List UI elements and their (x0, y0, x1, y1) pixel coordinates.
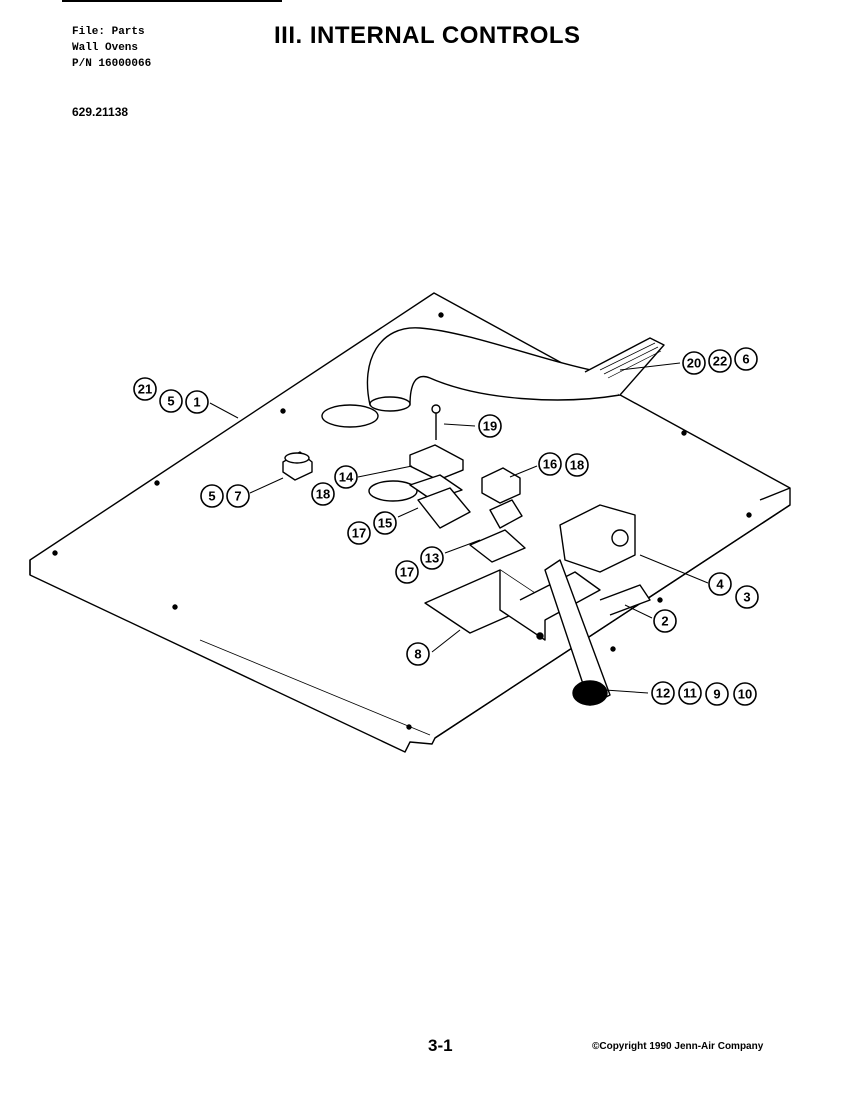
callout-4: 4 (708, 572, 732, 596)
svg-text:18: 18 (316, 487, 330, 502)
part-number-line: P/N 16000066 (72, 58, 152, 70)
switch-bracket (409, 474, 526, 563)
svg-text:17: 17 (400, 565, 414, 580)
svg-text:5: 5 (167, 394, 174, 409)
svg-text:13: 13 (425, 551, 439, 566)
vent-duct (366, 327, 665, 412)
callout-22: 22 (708, 349, 732, 373)
leader-lines (209, 362, 709, 694)
callout-6: 6 (734, 347, 758, 371)
callout-3: 3 (735, 585, 759, 609)
svg-text:2: 2 (661, 614, 668, 629)
file-info: File: Parts Wall Ovens P/N 16000066 (72, 24, 151, 72)
vent-opening (368, 480, 418, 502)
callout-20: 20 (682, 351, 706, 375)
callout-10: 10 (733, 682, 757, 706)
callout-2: 2 (653, 609, 677, 633)
svg-text:15: 15 (378, 516, 392, 531)
callout-17: 17 (395, 560, 419, 584)
callout-18: 18 (311, 482, 335, 506)
callout-13: 13 (420, 546, 444, 570)
file-line: File: Parts (72, 26, 145, 38)
category-line: Wall Ovens (72, 42, 139, 54)
svg-text:22: 22 (713, 354, 727, 369)
callout-5: 5 (200, 484, 224, 508)
lock-mechanism (424, 504, 651, 706)
callout-19: 19 (478, 414, 502, 438)
callout-21: 21 (133, 377, 157, 401)
svg-text:8: 8 (414, 647, 421, 662)
svg-text:12: 12 (656, 686, 670, 701)
callout-16: 16 (538, 452, 562, 476)
svg-text:7: 7 (234, 489, 241, 504)
callout-18: 18 (565, 453, 589, 477)
copyright-notice: ©Copyright 1990 Jenn-Air Company (592, 1041, 764, 1052)
callout-17: 17 (347, 521, 371, 545)
callout-15: 15 (373, 511, 397, 535)
callout-8: 8 (406, 642, 430, 666)
svg-text:9: 9 (713, 687, 720, 702)
page-number: 3-1 (428, 1036, 453, 1055)
svg-text:17: 17 (352, 526, 366, 541)
top-rule (62, 0, 282, 2)
svg-text:19: 19 (483, 419, 497, 434)
page-title: III. INTERNAL CONTROLS (274, 22, 581, 49)
screw (431, 404, 441, 440)
model-number: 629.21138 (72, 105, 129, 119)
limit-switch (409, 444, 464, 481)
callout-14: 14 (334, 465, 358, 489)
svg-text:4: 4 (716, 577, 724, 592)
callout-9: 9 (705, 682, 729, 706)
svg-text:18: 18 (570, 458, 584, 473)
svg-text:16: 16 (543, 457, 557, 472)
svg-text:6: 6 (742, 352, 749, 367)
vent-opening (321, 404, 379, 428)
callout-7: 7 (226, 484, 250, 508)
svg-text:14: 14 (339, 470, 354, 485)
callout-5: 5 (159, 389, 183, 413)
svg-text:20: 20 (687, 356, 701, 371)
svg-text:3: 3 (743, 590, 750, 605)
svg-text:1: 1 (193, 395, 200, 410)
svg-text:21: 21 (138, 382, 152, 397)
callout-12: 12 (651, 681, 675, 705)
thermostat-switch (282, 451, 313, 481)
svg-text:5: 5 (208, 489, 215, 504)
svg-text:11: 11 (683, 686, 697, 701)
callout-11: 11 (678, 681, 702, 705)
callout-1: 1 (185, 390, 209, 414)
svg-text:10: 10 (738, 687, 752, 702)
